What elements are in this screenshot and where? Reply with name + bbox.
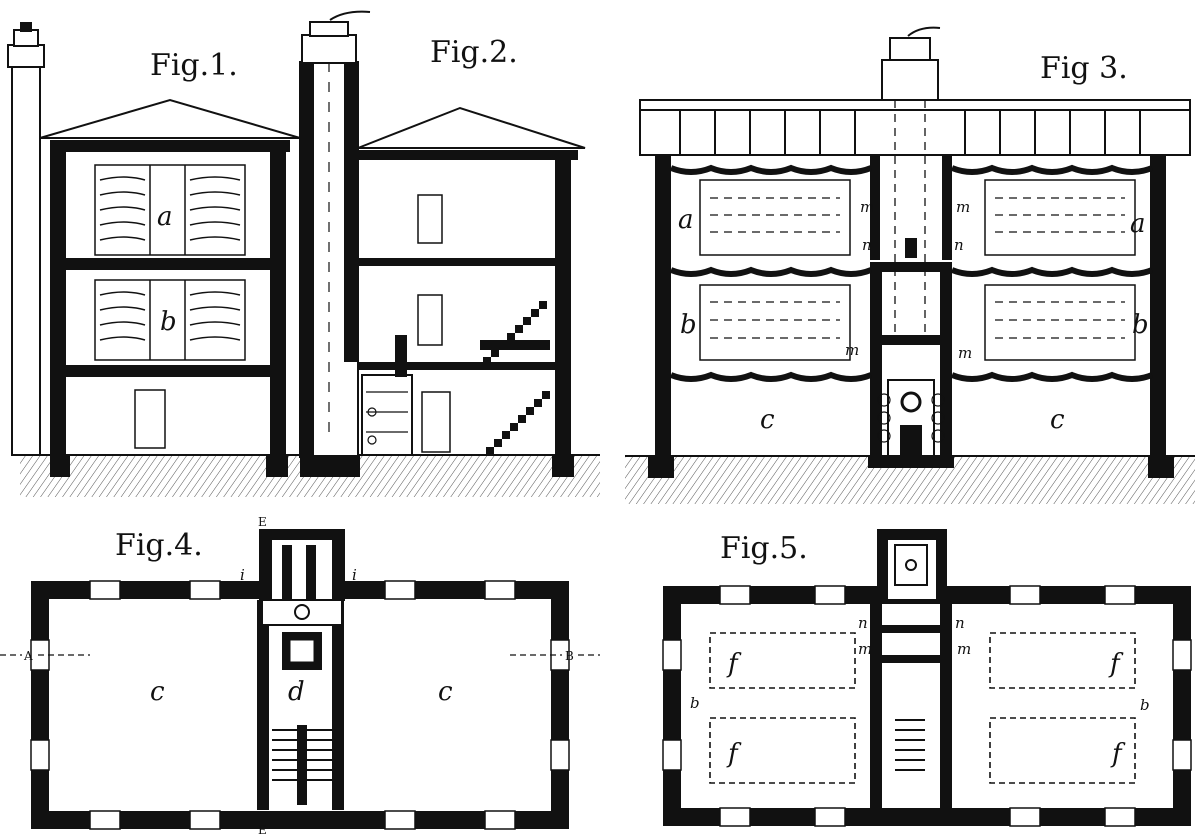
fig3-label-c-left: c	[760, 405, 775, 435]
fig1-fig2-section: Fig.1. Fig.2. a b	[7, 10, 600, 497]
fig5-label-f4: f	[1110, 739, 1126, 769]
fig5-label-f1: f	[726, 649, 742, 679]
fig4-plan: Fig.4. A B c c d i i E E	[0, 515, 600, 837]
fig5-label-f2: f	[726, 739, 742, 769]
furnace	[361, 374, 413, 456]
chimney-left-cap	[7, 44, 45, 68]
fig2-wall-right	[555, 150, 571, 477]
chimney-left	[11, 64, 41, 456]
fig3-title: Fig 3.	[1040, 51, 1128, 86]
fig5-label-b-left: b	[690, 694, 700, 712]
fig3-section: Fig 3. a a b b c c m m n n m m	[625, 26, 1195, 504]
fig3-label-m2: m	[956, 198, 970, 216]
fig3-label-m1: m	[860, 198, 874, 216]
fig3-label-a-right: a	[1130, 209, 1146, 239]
fig1-title: Fig.1.	[150, 48, 238, 83]
fig3-label-m3: m	[845, 341, 859, 359]
fig3-label-n2: n	[954, 236, 964, 254]
fig4-label-c-left: c	[150, 677, 165, 707]
fig3-roof	[639, 99, 1191, 156]
fig4-label-i-right: i	[352, 566, 357, 584]
fig5-label-n2: n	[955, 614, 965, 632]
fig2-title: Fig.2.	[430, 35, 518, 70]
fig2-roof	[357, 106, 586, 149]
fig3-label-n1: n	[862, 236, 872, 254]
fig5-title: Fig.5.	[720, 531, 808, 566]
fig3-label-c-right: c	[1050, 405, 1065, 435]
fig5-label-m1: m	[858, 640, 872, 658]
fig1-label-b: b	[160, 307, 177, 337]
fig3-label-a-left: a	[678, 205, 694, 235]
fig5-label-f3: f	[1108, 649, 1124, 679]
fig4-title: Fig.4.	[115, 528, 203, 563]
fig5-label-n1: n	[858, 614, 868, 632]
fig4-label-c-right: c	[438, 677, 453, 707]
fig3-label-b-left: b	[680, 310, 697, 340]
fig5-label-b-right: b	[1140, 696, 1150, 714]
fig3-label-m4: m	[958, 344, 972, 362]
fig1-label-a: a	[157, 202, 173, 232]
fig5-label-m2: m	[957, 640, 971, 658]
fig4-label-E-bottom: E	[258, 823, 267, 837]
fig4-label-A: A	[23, 649, 33, 663]
fig4-label-B: B	[565, 649, 574, 663]
fig5-plan: Fig.5. f f f f b b n n m m	[662, 529, 1192, 827]
fig1-wall-right	[270, 152, 286, 477]
flue-cap	[301, 34, 357, 64]
fig3-label-b-right: b	[1132, 310, 1149, 340]
fig1-wall-left	[50, 152, 66, 477]
fig4-label-E-top: E	[258, 515, 267, 529]
fig4-label-i-left: i	[240, 566, 245, 584]
fig4-label-d: d	[288, 677, 305, 707]
fig1-roof	[39, 98, 301, 139]
